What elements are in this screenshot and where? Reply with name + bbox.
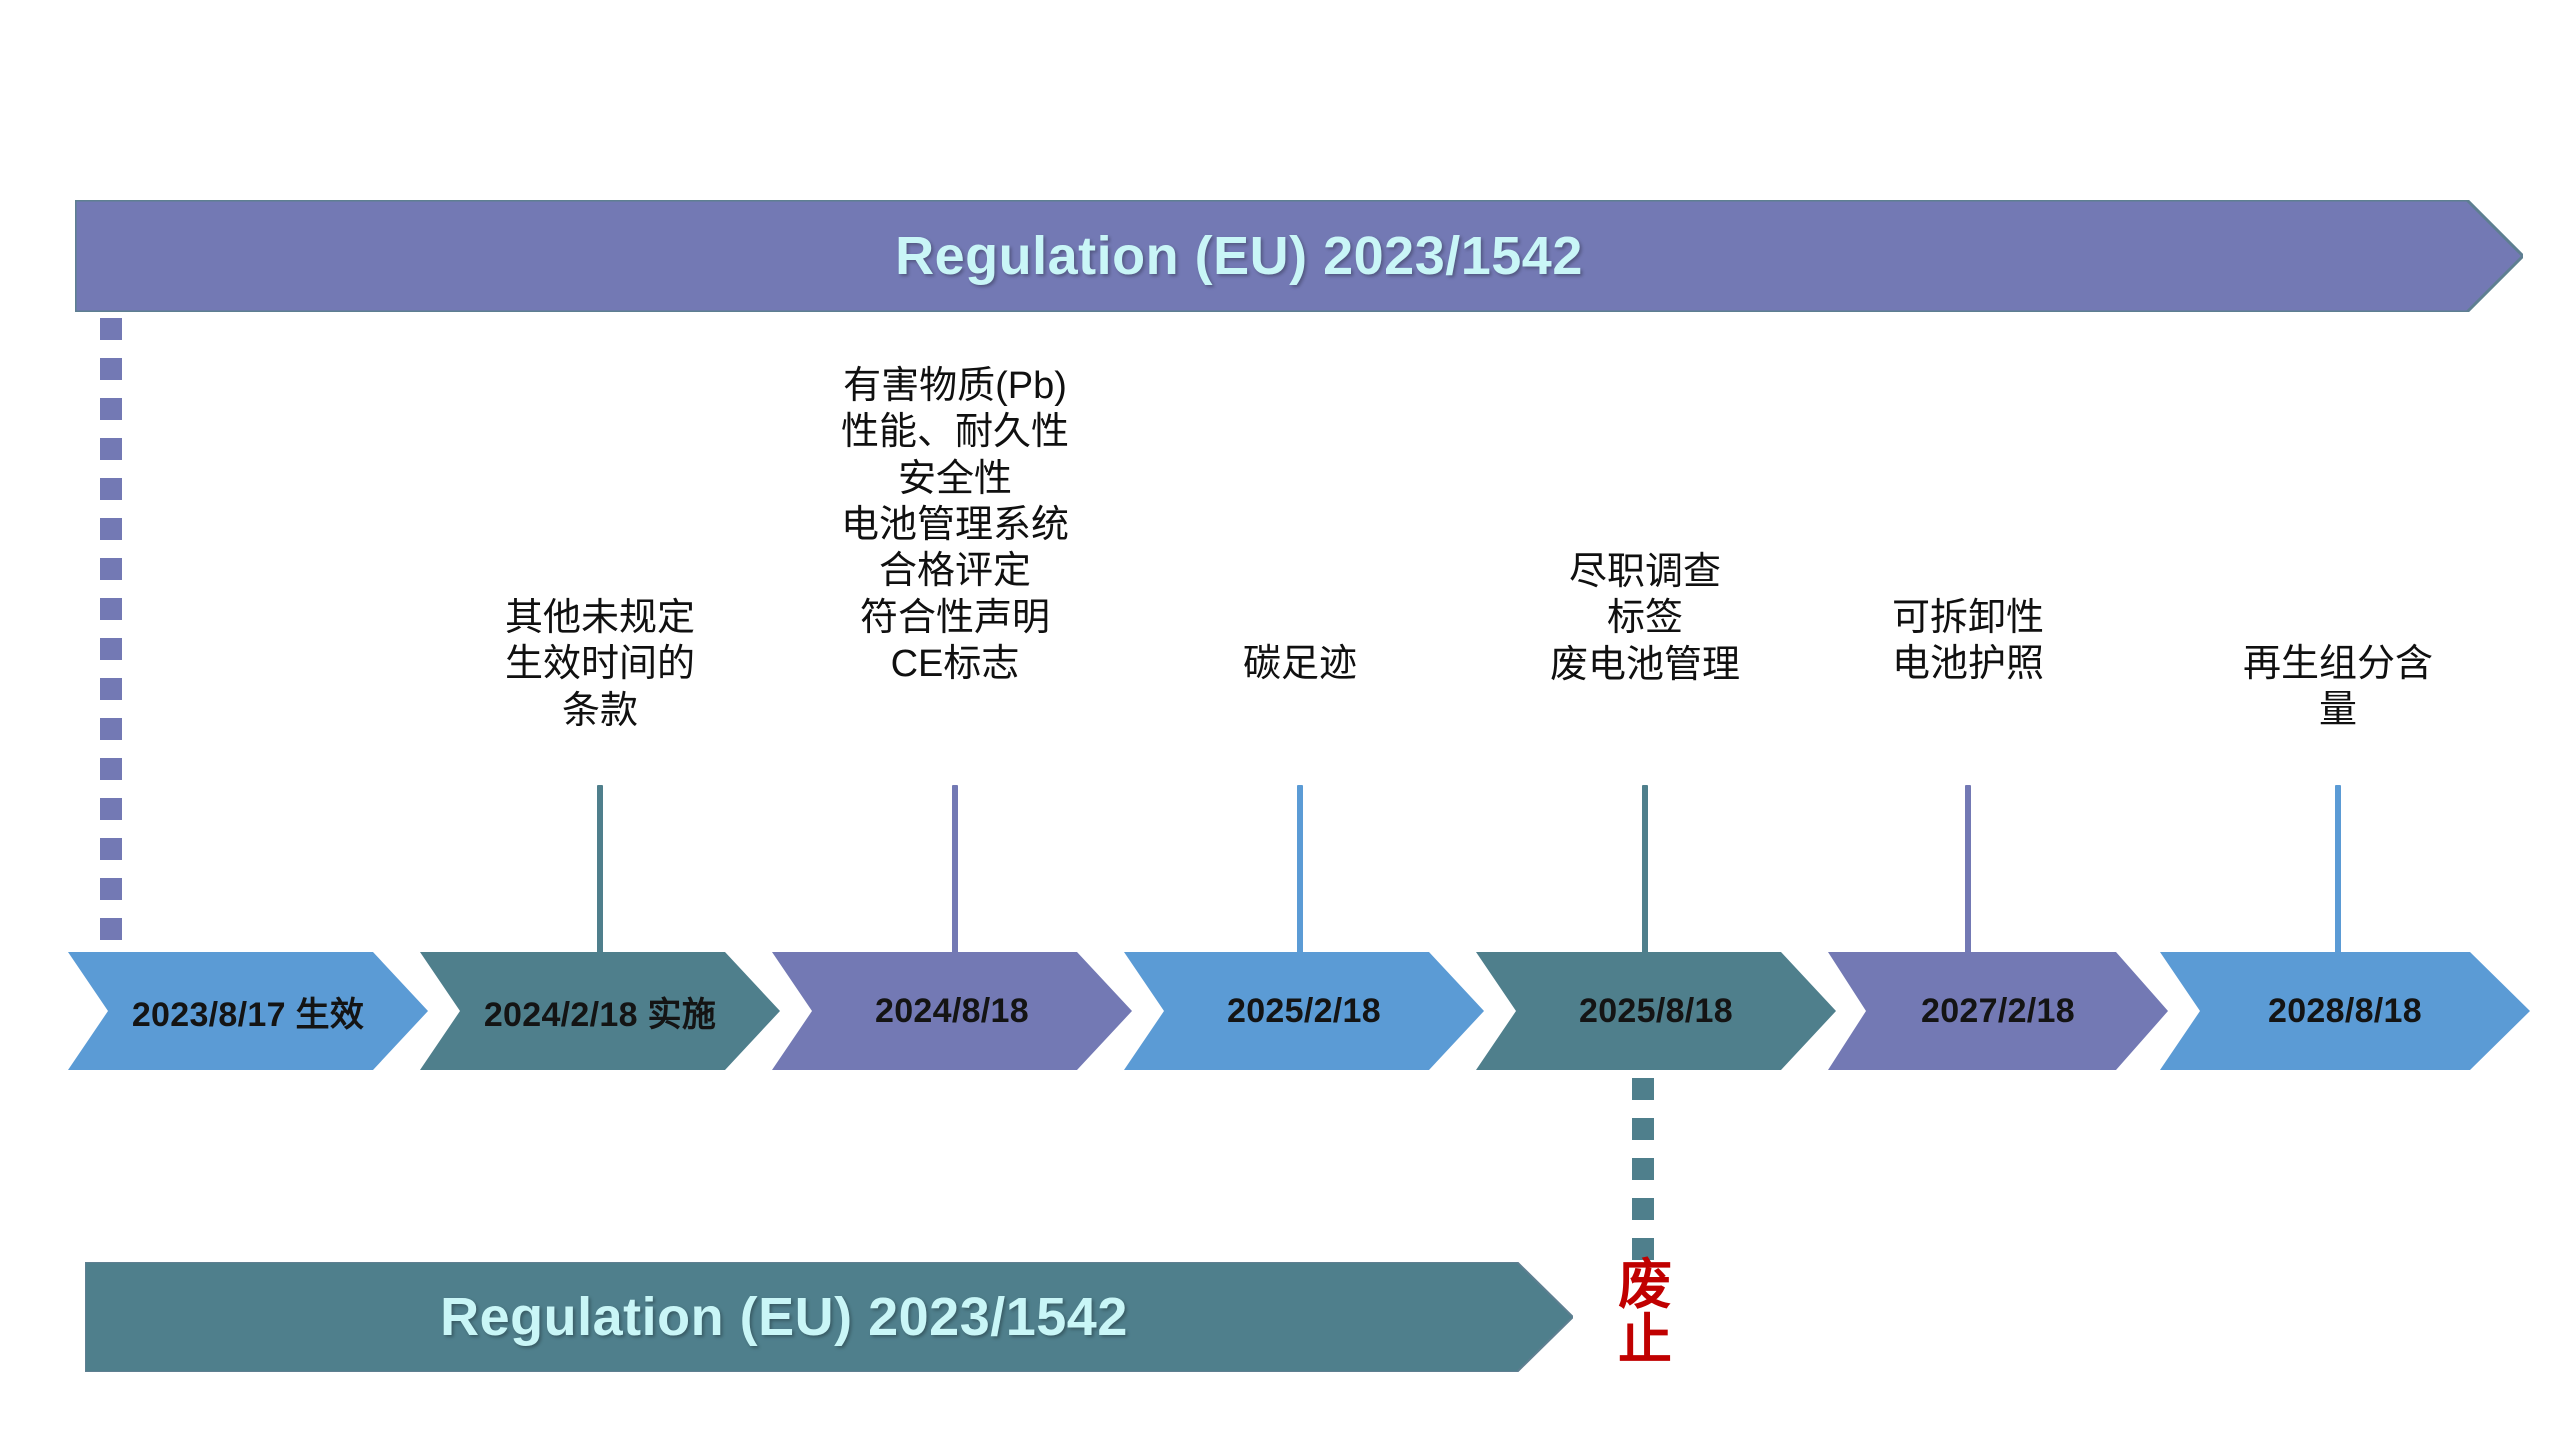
chevron-shape — [420, 952, 780, 1070]
dot — [1632, 1118, 1654, 1140]
abolish-label: 废 止 — [1618, 1255, 1672, 1371]
chevron-date-label: 2024/8/18 — [875, 991, 1029, 1030]
milestone-label-2024-08-18: 有害物质(Pb) 性能、耐久性 安全性 电池管理系统 合格评定 符合性声明 CE… — [840, 365, 1070, 686]
chevron-date-label: 2023/8/17 生效 — [131, 995, 365, 1034]
dot — [1632, 1238, 1654, 1260]
chevron-shape — [1124, 952, 1484, 1070]
dot — [100, 638, 122, 660]
dot — [100, 878, 122, 900]
chevron-date-label: 2025/8/18 — [1579, 991, 1733, 1030]
milestone-label-2024-02-18: 其他未规定 生效时间的 条款 — [504, 597, 696, 732]
chevron-shape — [2160, 952, 2530, 1070]
chevron-2025-02-18[interactable]: 2025/2/18 — [1124, 952, 1484, 1070]
stem-line-2024-02-18 — [597, 785, 603, 957]
chevron-shape — [772, 952, 1132, 1070]
stem-line-2027-02-18 — [1965, 785, 1971, 957]
abolish-dotted-connector — [1632, 1078, 1654, 1260]
milestone-label-2028-08-18: 再生组分含量 — [2242, 643, 2433, 732]
dot — [100, 798, 122, 820]
dot — [100, 398, 122, 420]
dot — [1632, 1198, 1654, 1220]
bottom-regulation-banner: Regulation (EU) 2023/1542 — [85, 1262, 1573, 1372]
dot — [100, 518, 122, 540]
stem-line-2025-08-18 — [1642, 785, 1648, 957]
dot — [1632, 1078, 1654, 1100]
chevron-date-label: 2025/2/18 — [1227, 991, 1381, 1030]
chevron-2023-08-17[interactable]: 2023/8/17 生效 — [68, 952, 428, 1070]
chevron-shape — [1828, 952, 2168, 1070]
dot — [100, 558, 122, 580]
bottom-banner-arrow-shape — [85, 1262, 1573, 1372]
chevron-2027-02-18[interactable]: 2027/2/18 — [1828, 952, 2168, 1070]
chevron-2025-08-18[interactable]: 2025/8/18 — [1476, 952, 1836, 1070]
milestone-label-2027-02-18: 可拆卸性 电池护照 — [1891, 597, 2045, 686]
dot — [100, 678, 122, 700]
milestone-label-2025-02-18: 碳足迹 — [1242, 643, 1358, 685]
stem-line-2028-08-18 — [2335, 785, 2341, 957]
chevron-shape — [68, 952, 428, 1070]
dot — [100, 358, 122, 380]
chevron-2024-02-18[interactable]: 2024/2/18 实施 — [420, 952, 780, 1070]
dot — [100, 758, 122, 780]
chevron-date-label: 2027/2/18 — [1921, 991, 2075, 1030]
stem-line-2025-02-18 — [1297, 785, 1303, 957]
effective-date-dotted-connector — [100, 318, 122, 958]
dot — [100, 718, 122, 740]
dot — [100, 318, 122, 340]
chevron-2024-08-18[interactable]: 2024/8/18 — [772, 952, 1132, 1070]
chevron-shape — [1476, 952, 1836, 1070]
dot — [100, 918, 122, 940]
top-regulation-banner: Regulation (EU) 2023/1542 — [75, 200, 2523, 312]
stem-line-2024-08-18 — [952, 785, 958, 957]
dot — [100, 598, 122, 620]
dot — [100, 438, 122, 460]
chevron-2028-08-18[interactable]: 2028/8/18 — [2160, 952, 2530, 1070]
milestone-label-2025-08-18: 尽职调查 标签 废电池管理 — [1549, 551, 1741, 686]
top-banner-title: Regulation (EU) 2023/1542 — [895, 226, 1583, 286]
top-banner-arrow-shape — [75, 200, 2523, 312]
dot — [100, 478, 122, 500]
dot — [1632, 1158, 1654, 1180]
bottom-banner-title: Regulation (EU) 2023/1542 — [440, 1287, 1128, 1347]
milestone-chevron-row: 2023/8/17 生效 2024/2/18 实施 2024/8/18 2025… — [0, 952, 2560, 1070]
dot — [100, 838, 122, 860]
chevron-date-label: 2028/8/18 — [2268, 991, 2422, 1030]
chevron-date-label: 2024/2/18 实施 — [483, 995, 717, 1034]
